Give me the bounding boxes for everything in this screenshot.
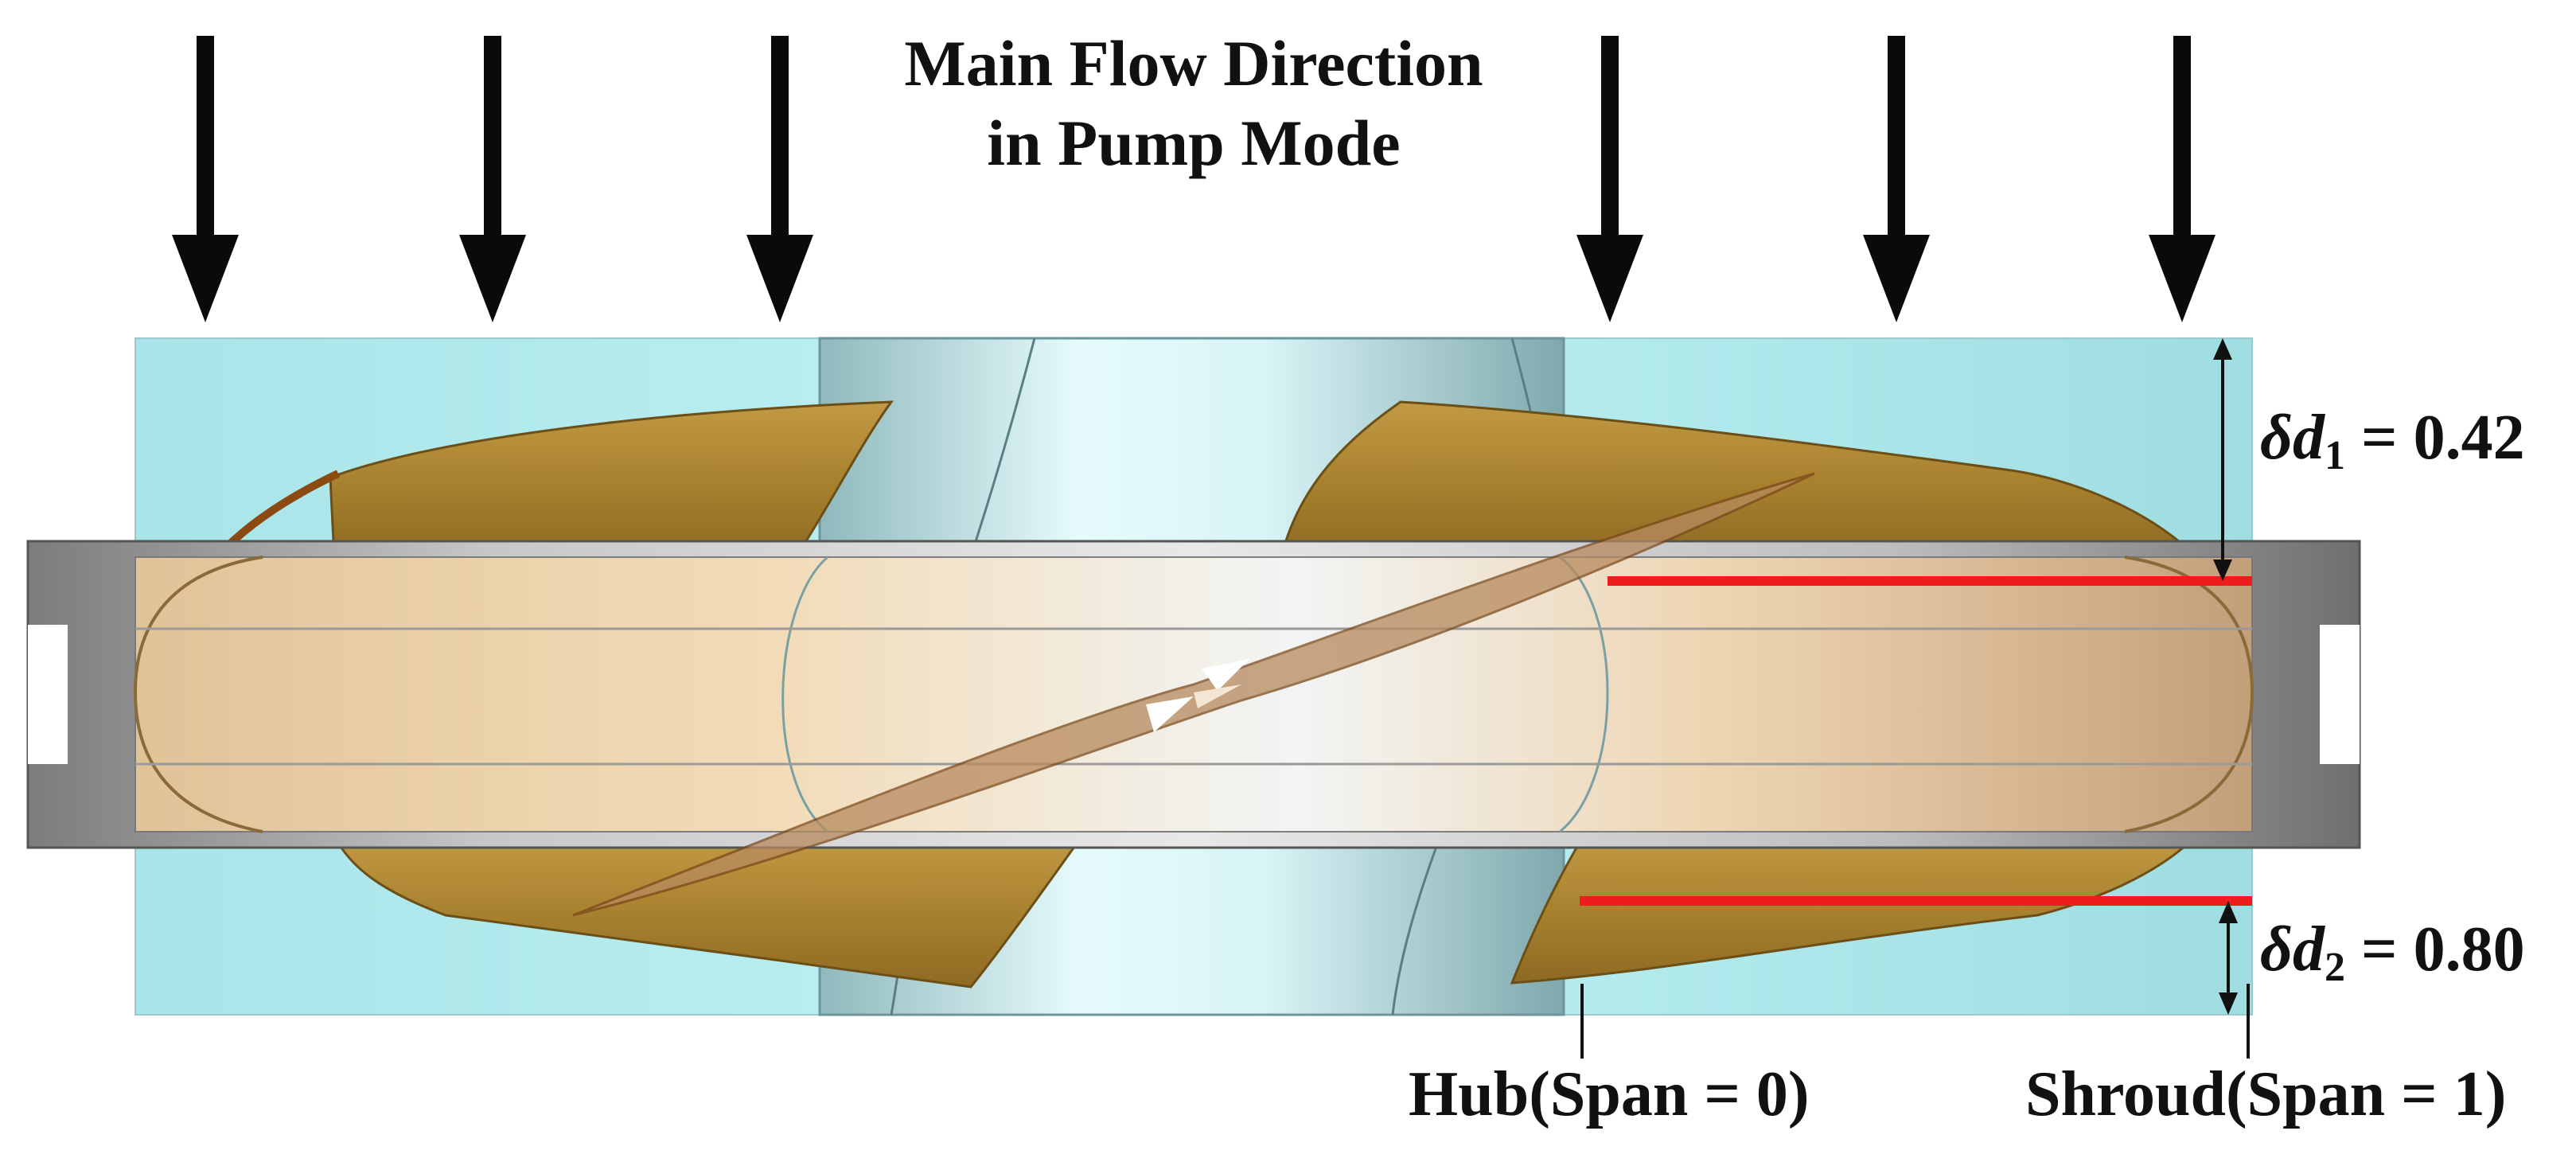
blade-left-lower <box>332 834 1085 988</box>
d2-symbol: δd <box>2260 914 2325 985</box>
hub-label: Hub(Span = 0) <box>1409 1059 1810 1129</box>
shroud-label: Shroud(Span = 1) <box>2025 1059 2507 1129</box>
d1-symbol: δd <box>2260 403 2325 473</box>
title-line-2: in Pump Mode <box>987 107 1401 179</box>
flow-arrow <box>172 36 239 322</box>
flow-arrow <box>1863 36 1930 322</box>
blade-right-upper <box>1280 400 2200 559</box>
blade-gap-triangle <box>1146 696 1194 732</box>
flow-arrow <box>2149 36 2216 322</box>
title-line-1: Main Flow Direction <box>904 27 1483 99</box>
d1-equals: = <box>2360 403 2398 473</box>
hub-bulge-outline <box>781 556 1609 833</box>
d1-subscript: 1 <box>2324 433 2345 478</box>
flow-arrow <box>746 36 813 322</box>
flow-direction-title: Main Flow Direction in Pump Mode <box>804 24 1584 183</box>
dimension-d2-arrow <box>2219 901 2238 1015</box>
d2-value: 0.80 <box>2413 914 2525 985</box>
d1-value: 0.42 <box>2413 403 2525 473</box>
blade-gap-triangle <box>1202 659 1249 691</box>
runner-outline-left <box>133 556 263 833</box>
shroud-band-notch-left <box>28 625 68 764</box>
flow-arrow <box>459 36 526 322</box>
blade-right-lower <box>1510 834 2200 985</box>
d1-label: δd1 = 0.42 <box>2260 402 2525 492</box>
d2-equals: = <box>2360 914 2398 985</box>
d2-label: δd2 = 0.80 <box>2260 914 2525 1004</box>
dimension-d1-arrow <box>2213 338 2232 581</box>
shroud-band-notch-right <box>2320 625 2360 764</box>
blade-left-upper <box>329 400 894 559</box>
blade-gap-triangle <box>1194 684 1241 708</box>
d2-subscript: 2 <box>2324 945 2345 990</box>
blade-diagonal <box>572 472 1815 917</box>
flow-arrow <box>1576 36 1643 322</box>
